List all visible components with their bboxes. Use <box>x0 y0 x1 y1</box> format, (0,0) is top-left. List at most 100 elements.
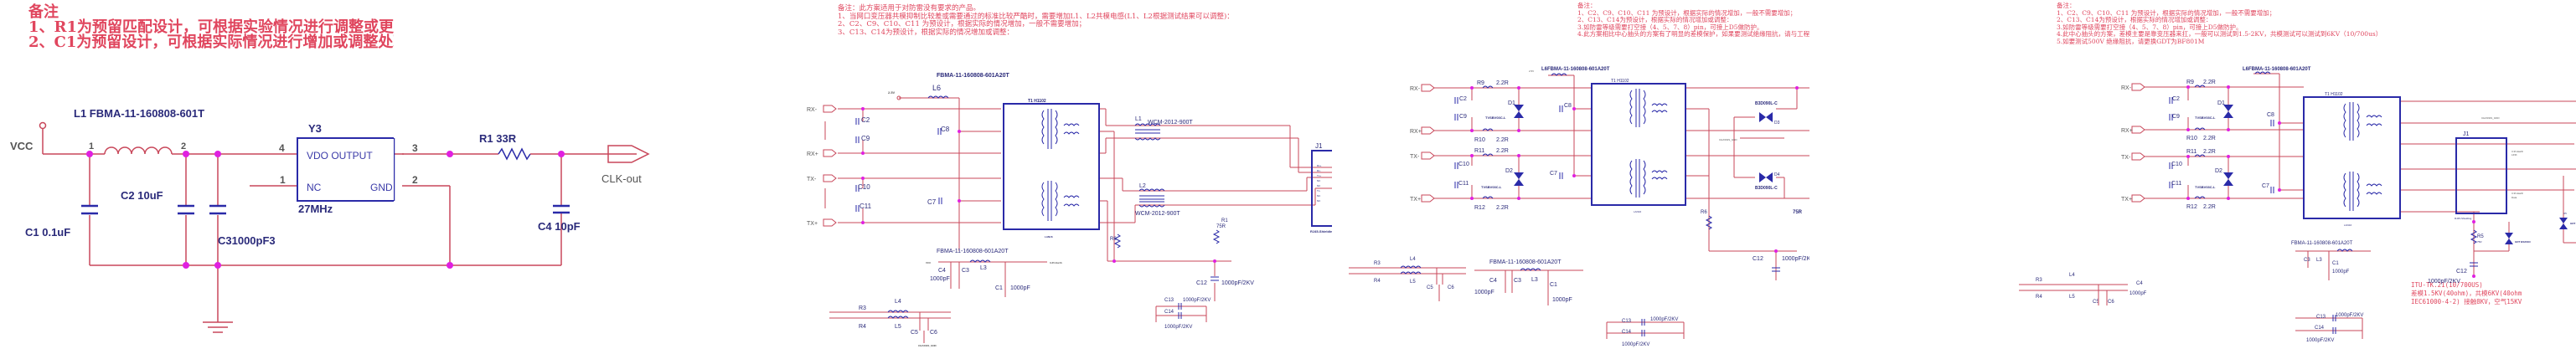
c4-value: 1000pF <box>1474 290 1494 295</box>
l1-label: L1 FBMA-11-160808-601T <box>74 107 204 120</box>
transformer-t1 <box>2303 96 2401 219</box>
r4-label: R4 <box>2036 295 2042 300</box>
r4-label: R4 <box>1374 279 1381 284</box>
c8-label: C8 <box>941 126 950 133</box>
port-tx-minus <box>1421 151 1435 160</box>
pin-label: 1 <box>89 141 94 151</box>
data-label: Data <box>2511 196 2517 199</box>
pin-label: 3 <box>412 142 418 154</box>
junction <box>214 151 221 157</box>
note-line: 备注： <box>1577 2 1597 9</box>
l4-label: L4 <box>895 299 901 305</box>
rx-minus-label: RX- <box>807 107 818 113</box>
c13-value: 1000pF/2KV <box>1183 298 1211 303</box>
tvs-diode-d1 <box>2223 105 2233 118</box>
tvs-diode-d1 <box>1514 105 1524 118</box>
d2-part-label: TVSBV03C-L <box>2195 185 2216 189</box>
ethernet-schematic-center-tap: L6FBMA-11-160808-601A20T RX- RX+ TX- TX+… <box>2019 67 2576 343</box>
d2-label: D2 <box>1505 168 1513 174</box>
tx-minus-label: TX- <box>1410 154 1420 160</box>
svg-text:Tx+: Tx+ <box>1317 174 1321 177</box>
port-tx-plus <box>823 218 837 227</box>
resistor-r1 <box>498 147 531 161</box>
port-tx-minus <box>2131 152 2145 161</box>
pin-label: 1 <box>280 174 286 186</box>
panel3-notes: 备注： 1、C2、C9、C10、C11 为预设计，根据实际的情况增加，一般不需要… <box>1577 2 1809 38</box>
link-label: LINK <box>2511 153 2517 157</box>
earth-label: 3.3V-Earth <box>1050 261 1062 264</box>
panel-ethernet-basic: 备注：此方案适用于对防雷没有要求的产品。 1、当网口变压器共模抑制比较差或需要通… <box>712 0 1332 349</box>
rx-plus-label: RX+ <box>1410 129 1422 135</box>
t1-label: T1 H1102 <box>1611 79 1629 84</box>
r12-label: R12 <box>1474 205 1485 211</box>
c1-value: 1000pF <box>2332 269 2350 275</box>
lan16-label: LAN16 <box>2344 223 2352 227</box>
r11-label: R11 <box>2186 149 2197 155</box>
rx-plus-label: RX+ <box>807 151 818 157</box>
svg-text:NC: NC <box>1317 194 1321 198</box>
vcc-label: VCC <box>10 140 34 152</box>
r11-value: 2.2R <box>1496 148 1509 154</box>
l6-part-label: FBMA-11-160808-601A20T <box>937 73 1009 79</box>
l3-part-label: FBMA-11-160808-601A20T <box>937 249 1009 254</box>
tvs-diode-d2 <box>1514 172 1524 186</box>
ethernet-schematic-tvs: L6FBMA-11-160808-601A20T 2.5V RX- RX+ TX… <box>1349 67 1809 347</box>
tvs-diodes <box>1514 105 1773 186</box>
ethernet-schematic-basic: FBMA-11-160808-601A20T L6 2.5V RX- RX+ T… <box>807 73 1332 347</box>
y3-oscillator <box>297 137 394 202</box>
transformer-t1 <box>1003 103 1100 230</box>
tvs-diode-d2 <box>2223 172 2233 186</box>
l4-label: L4 <box>2069 273 2075 278</box>
junction <box>214 262 221 269</box>
c3-label: C3 <box>962 268 969 274</box>
chassis-gnd-label: CHASSIS_GND <box>918 344 937 347</box>
panel-clock-circuit: 备注 1、R1为预留匹配设计，可根据实验情况进行调整或更换磁珠处理 2、C1为预… <box>0 0 394 349</box>
c7-label: C7 <box>2262 183 2269 189</box>
l5-label: L5 <box>895 324 901 330</box>
d4-label: D4 <box>1774 172 1780 177</box>
port-rx-plus <box>1421 126 1435 135</box>
lan16-label: LAN16 <box>1045 235 1053 239</box>
note-line: 3.如防雷等级需要打空接（4、5、7、8）pin，可接上D5做防护。 <box>2057 23 2243 31</box>
chassis-gnd-label: CHASSIS_GND <box>1719 138 1737 141</box>
c13-value: 1000pF/2KV <box>1650 317 1678 322</box>
l6-label: L6FBMA-11-160808-601A20T <box>2243 67 2311 72</box>
c8-label: C8 <box>1564 103 1572 109</box>
note-line: 备注：此方案适用于对防雷没有要求的产品。 <box>838 4 981 13</box>
y3-pin-gnd: GND <box>370 182 393 193</box>
t1-label: T1 H1102 <box>1028 99 1046 104</box>
common-mode-choke-l2 <box>1138 188 1165 192</box>
c10-label: C10 <box>1458 162 1469 167</box>
c14-value: 1000pF/2KV <box>1622 342 1649 347</box>
d3-part-label: B3D090L-C <box>1755 101 1778 106</box>
c6-label: C6 <box>2108 300 2114 305</box>
port-tx-plus <box>2131 194 2145 203</box>
note-line: 1、C2、C9、C10、C11 为预设计，根据实际的情况增加，一般不需要增加； <box>1577 8 1797 17</box>
c8-label: C8 <box>2267 112 2274 118</box>
notes-title: 备注 <box>28 3 59 21</box>
surge-spec-notes: ITU-TK.21(10/700US) 差模1.5KV(40ohm)，共模6KV… <box>2411 281 2522 306</box>
note-line: 4.此中心抽头的方案，差模主要是靠变压器来扛，一般可以测试到1.5-2KV，共模… <box>2057 30 2382 38</box>
c12-label: C12 <box>2456 269 2467 275</box>
c6-label: C6 <box>1448 285 1454 290</box>
d1-part-label: TVSBV03C-L <box>1485 115 1506 120</box>
panel-clock-output: 3 2 R1 33R C4 10pF CLK-out <box>394 0 712 349</box>
c12-label: C12 <box>1196 280 1207 286</box>
r10-value: 2.2R <box>1496 137 1509 143</box>
l3-part-label: FBMA-11-160808-601A20T <box>1489 259 1562 265</box>
r75-value: 75R <box>1793 210 1803 215</box>
r10-label: R10 <box>1474 137 1485 143</box>
panel2-notes: 备注：此方案适用于对防雷没有要求的产品。 1、当网口变压器共模抑制比较差或需要通… <box>838 4 1234 37</box>
note-line: 5.如要测试500V 绝缘阻抗，请更换GDT为BF801M <box>2057 37 2205 45</box>
c1-value: 1000pF <box>1552 297 1572 303</box>
r11-value: 2.2R <box>2203 149 2216 155</box>
r12-value: 2.2R <box>2203 204 2216 210</box>
tx-minus-label: TX- <box>807 177 817 182</box>
note-line: 2、C13、C14为预设计，根据实际的情况增加或调整： <box>1577 16 1733 23</box>
c1-label: C1 <box>2332 261 2339 266</box>
rj45-label: RJ45-Shielding <box>2455 217 2472 220</box>
l6-label: L6FBMA-11-160808-601A20T <box>1541 67 1610 72</box>
note-line: 2、C1为预留设计，可根据实际情况进行增加或调整处理： <box>28 33 394 51</box>
svg-text:Rx+: Rx+ <box>1317 164 1322 167</box>
clk-out-port <box>607 145 650 163</box>
